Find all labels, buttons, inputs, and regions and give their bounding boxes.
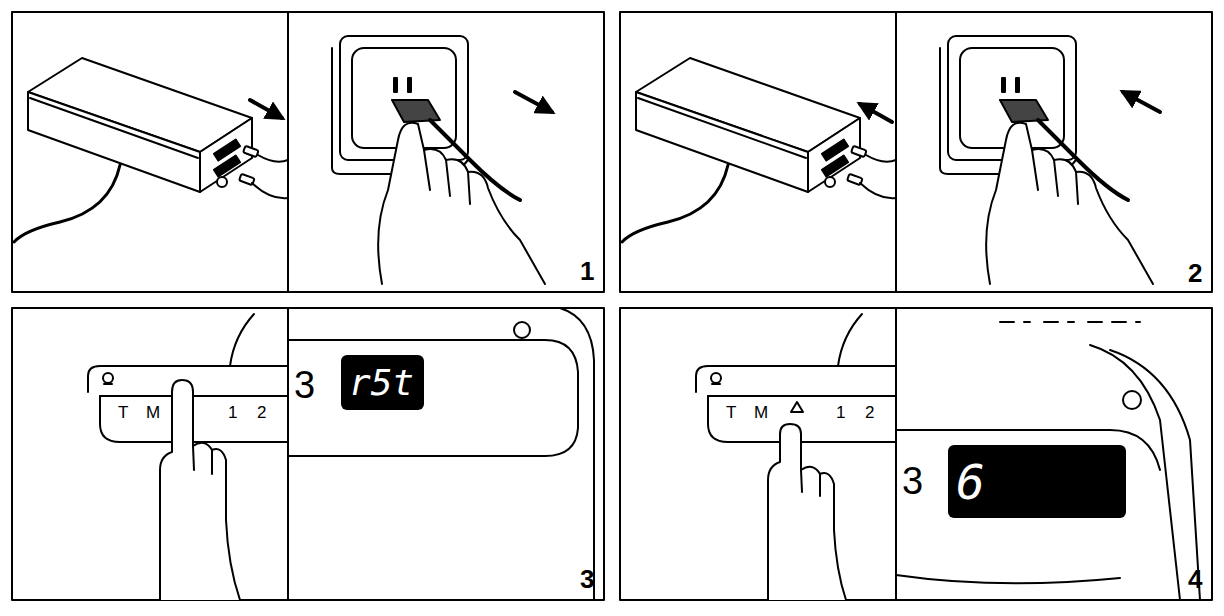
button-label: T [118, 404, 128, 421]
display-screen: r5t [341, 355, 424, 410]
button-label: M [754, 404, 768, 421]
button-label: T [726, 404, 736, 421]
desk-display-housing [288, 308, 594, 600]
display-digit: 3 [902, 462, 923, 500]
step-number: 4 [1188, 566, 1202, 592]
button-label: 1 [836, 404, 845, 421]
display-readout: 6 [956, 458, 985, 506]
button-label: 2 [257, 404, 266, 421]
button-label: 2 [865, 404, 874, 421]
plug-in-scene [622, 36, 1160, 284]
step-number: 2 [1188, 260, 1202, 286]
step-number: 1 [580, 258, 594, 284]
panel-frame [12, 12, 1212, 600]
control-panel [696, 314, 896, 600]
display-digit: 3 [294, 366, 315, 404]
desk-display-housing [896, 322, 1200, 600]
button-label: M [146, 404, 160, 421]
button-label: 1 [228, 404, 237, 421]
step-number: 3 [580, 566, 594, 592]
control-panel [88, 314, 288, 600]
display-readout: r5t [349, 365, 414, 401]
display-screen: 6 [948, 445, 1126, 518]
unplug-scene [14, 36, 552, 284]
